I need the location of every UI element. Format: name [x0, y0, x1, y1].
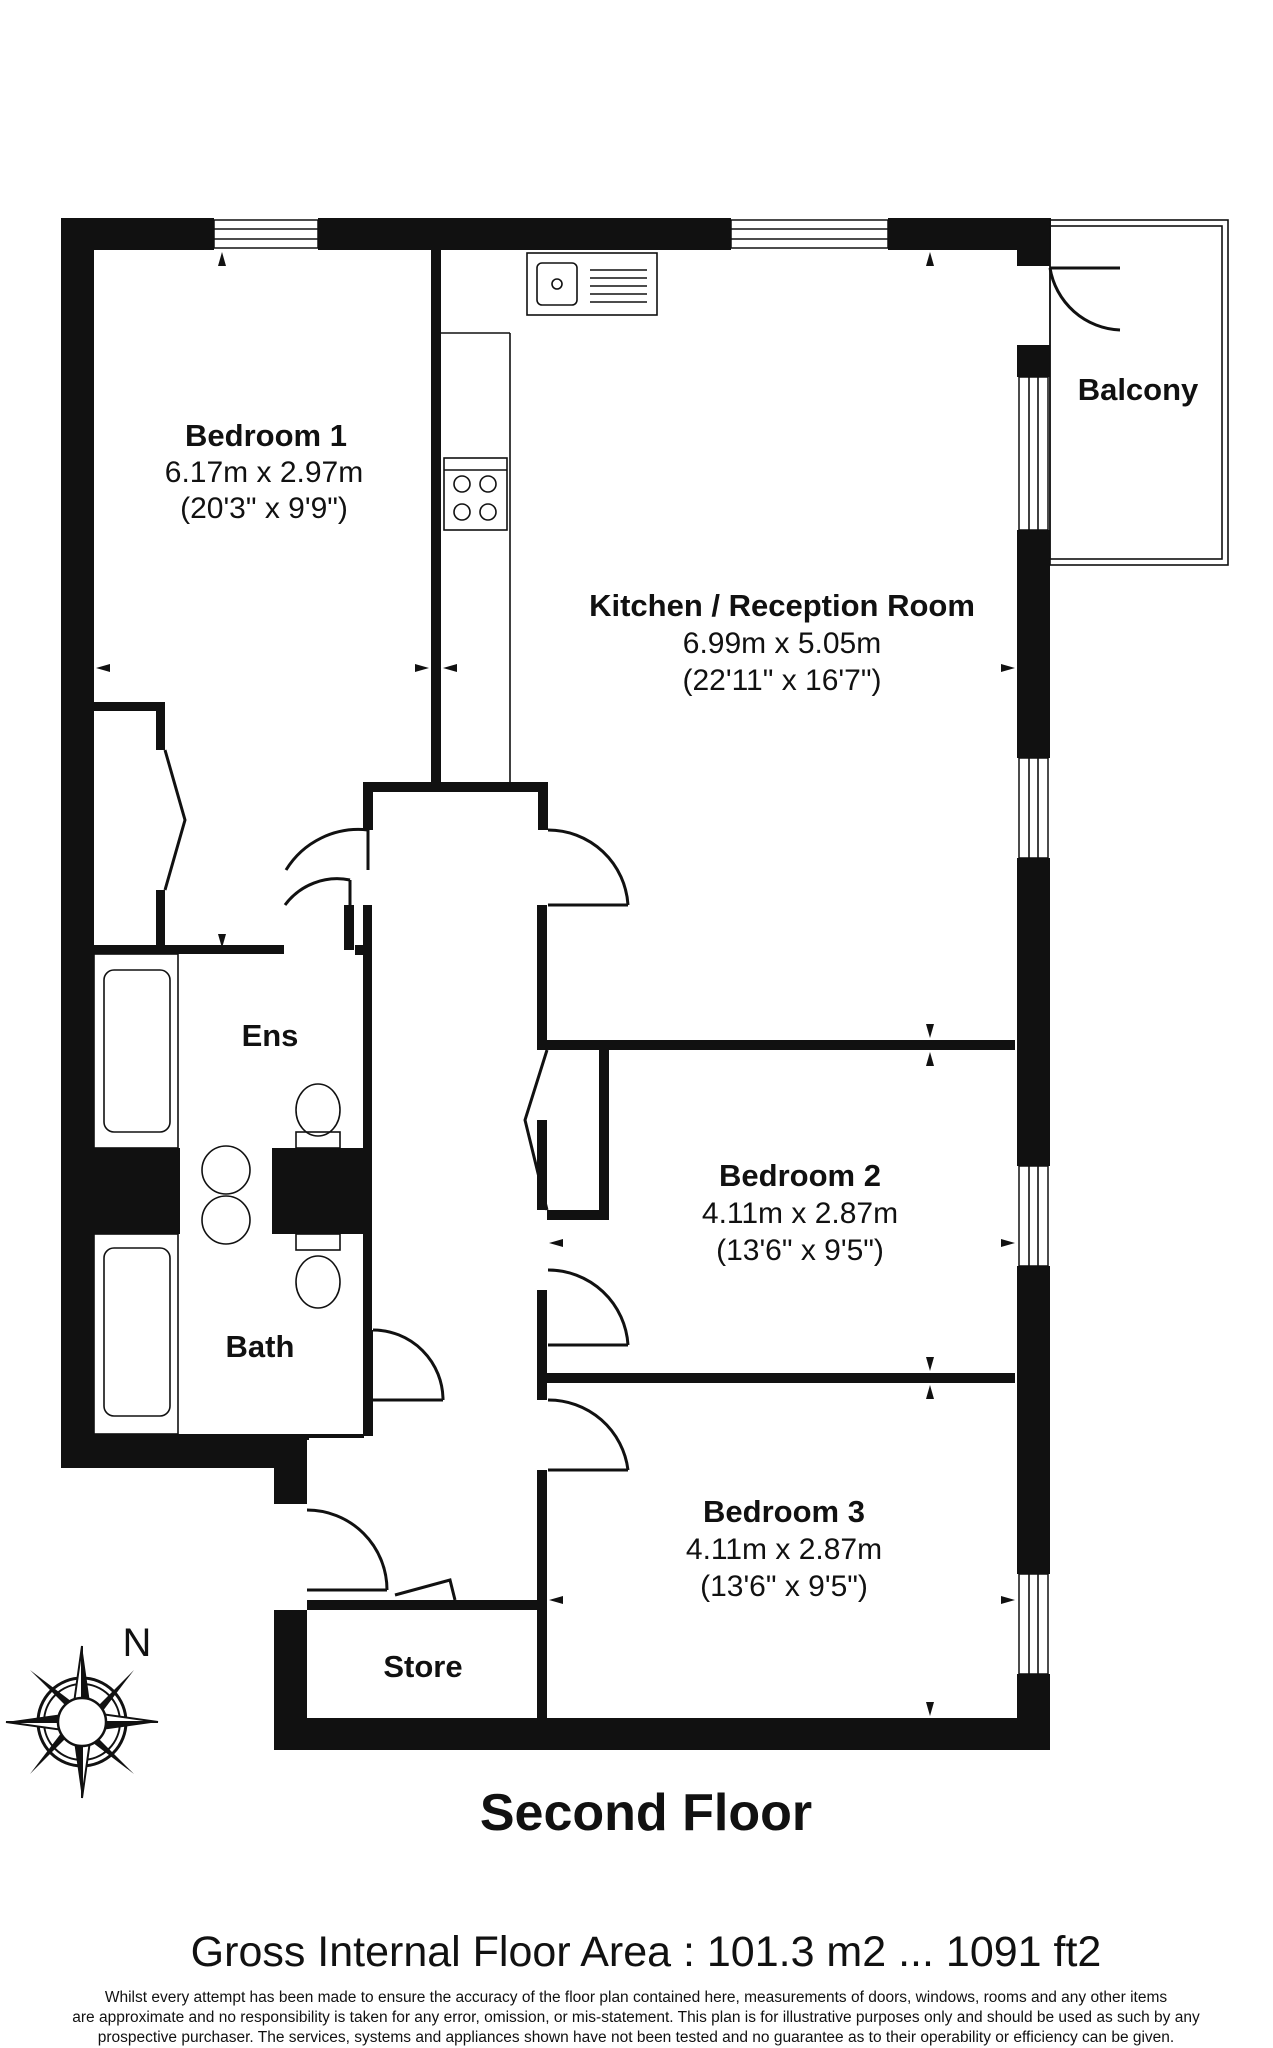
toilet-icon — [295, 1255, 341, 1309]
room-imperial-size: (20'3" x 9'9") — [180, 492, 348, 525]
room-name: Bedroom 1 — [185, 418, 347, 453]
floor-title: Second Floor — [480, 1784, 812, 1842]
room-metric-size: 6.17m x 2.97m — [165, 456, 363, 489]
room-label-kitchen: Kitchen / Reception Room 6.99m x 5.05m (… — [589, 588, 975, 697]
compass-north-label: N — [123, 1621, 152, 1665]
bathtub-icon — [103, 1247, 171, 1417]
balcony-outline — [1049, 219, 1229, 566]
room-name: Bedroom 3 — [703, 1494, 865, 1529]
washbasin-icon — [201, 1145, 251, 1195]
room-metric-size: 6.99m x 5.05m — [683, 627, 881, 660]
windows — [213, 219, 1049, 1675]
hob-icon — [443, 457, 508, 531]
room-imperial-size: (13'6" x 9'5") — [716, 1234, 884, 1267]
drainer-icon — [590, 269, 647, 303]
kitchen-fittings — [441, 252, 658, 782]
room-metric-size: 4.11m x 2.87m — [702, 1197, 898, 1230]
room-label-ensuite: Ens — [242, 1018, 299, 1053]
compass: N — [5, 1621, 159, 1799]
room-name: Kitchen / Reception Room — [589, 588, 975, 623]
room-imperial-size: (13'6" x 9'5") — [700, 1570, 868, 1603]
room-label-bedroom-2: Bedroom 2 4.11m x 2.87m (13'6" x 9'5") — [702, 1158, 898, 1267]
room-name: Bedroom 2 — [719, 1158, 881, 1193]
room-imperial-size: (22'11" x 16'7") — [683, 664, 882, 697]
disclaimer-line-1: Whilst every attempt has been made to en… — [105, 1989, 1168, 2006]
dimension-markers — [96, 252, 1015, 1716]
bathroom-fittings — [93, 953, 341, 1435]
outer-walls — [61, 218, 1051, 1750]
washbasin-icon — [201, 1195, 251, 1245]
disclaimer-line-2: are approximate and no responsibility is… — [72, 2009, 1200, 2026]
room-label-bedroom-1: Bedroom 1 6.17m x 2.97m (20'3" x 9'9") — [165, 418, 363, 525]
room-label-balcony: Balcony — [1078, 372, 1199, 407]
bathtub-icon — [103, 969, 171, 1133]
sink-icon — [536, 262, 578, 306]
compass-rose-icon — [5, 1645, 159, 1799]
disclaimer-line-3: prospective purchaser. The services, sys… — [98, 2029, 1174, 2046]
toilet-icon — [295, 1083, 341, 1137]
room-metric-size: 4.11m x 2.87m — [686, 1533, 882, 1566]
room-label-bedroom-3: Bedroom 3 4.11m x 2.87m (13'6" x 9'5") — [686, 1494, 882, 1603]
room-label-store: Store — [383, 1649, 462, 1684]
internal-walls — [94, 250, 1015, 1720]
doors — [163, 266, 1121, 1601]
gross-internal-area: Gross Internal Floor Area : 101.3 m2 ...… — [191, 1928, 1102, 1976]
room-label-bath: Bath — [226, 1329, 295, 1364]
